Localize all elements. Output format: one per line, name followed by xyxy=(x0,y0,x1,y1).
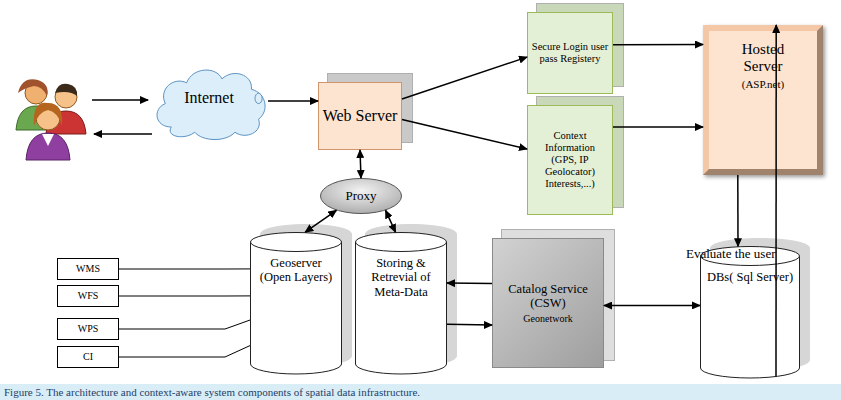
service-box: WPS xyxy=(57,318,119,340)
service-box: WMS xyxy=(57,258,119,280)
figure-caption: Figure 5. The architecture and context-a… xyxy=(4,385,420,399)
connector-arrow xyxy=(305,210,336,232)
node-label: Internet xyxy=(184,89,234,107)
process-box: Web Server xyxy=(318,82,402,150)
connector-arrow xyxy=(402,57,527,99)
cyl-outline xyxy=(700,246,800,378)
connector-arrow xyxy=(604,305,700,307)
connector-arrow xyxy=(402,119,527,149)
annotation-text: Evaluate the user xyxy=(686,246,776,262)
connector-line xyxy=(119,295,250,296)
connector-arrow xyxy=(268,100,318,102)
connector-line xyxy=(119,346,250,357)
node-sublabel: Geonetwork xyxy=(523,313,572,325)
caption-band xyxy=(0,384,841,400)
connector-line xyxy=(119,320,250,329)
database-cylinder: Geoserver (Open Layers) xyxy=(250,232,342,374)
service-box: CI xyxy=(57,346,119,368)
connector-arrow xyxy=(613,44,703,46)
service-box: WFS xyxy=(57,285,119,307)
connector-arrow xyxy=(386,210,396,232)
node-sublabel: (ASP.net) xyxy=(742,78,784,91)
node-label: Catalog Service (CSW) xyxy=(496,282,600,311)
node-label: Hosted Server xyxy=(728,41,798,76)
node-label: Geoserver (Open Layers) xyxy=(254,256,338,285)
connector-arrow xyxy=(613,126,703,128)
node-label: Proxy xyxy=(345,189,376,204)
connector-arrow xyxy=(447,324,492,326)
cyl-outline xyxy=(250,232,342,374)
connector-arrow xyxy=(360,150,361,178)
node-label: Context Information (GPS, IP Geolocator)… xyxy=(531,130,609,190)
server-box: Hosted Server (ASP.net) xyxy=(703,25,823,175)
user-response-arrow xyxy=(94,133,152,135)
connector-line xyxy=(119,268,250,269)
connector-arrow xyxy=(447,282,492,284)
connector-arrow xyxy=(775,25,777,377)
node-label: Secure Login user pass Registery xyxy=(531,41,609,65)
proxy-ellipse: Proxy xyxy=(320,178,402,214)
node-label: DBs( Sql Server) xyxy=(707,270,793,284)
database-cylinder: DBs( Sql Server) xyxy=(700,246,800,378)
process-box: Secure Login user pass Registery xyxy=(527,12,613,94)
node-label: Storing & Retrevial of Meta-Data xyxy=(359,256,443,299)
node-label: WPS xyxy=(78,323,99,335)
database-cylinder: Storing & Retrevial of Meta-Data xyxy=(355,232,447,374)
node-label: WFS xyxy=(78,290,99,302)
users-icon xyxy=(16,79,86,160)
process-box: Context Information (GPS, IP Geolocator)… xyxy=(527,105,613,215)
connector-arrow xyxy=(737,175,739,246)
cyl-outline xyxy=(355,232,447,374)
cloud-node: Internet xyxy=(150,62,268,140)
user-request-arrow xyxy=(92,99,148,101)
service-box: Catalog Service (CSW) Geonetwork xyxy=(492,238,604,368)
node-label: WMS xyxy=(76,263,100,275)
node-label: CI xyxy=(83,351,93,363)
node-label: Web Server xyxy=(323,107,398,125)
